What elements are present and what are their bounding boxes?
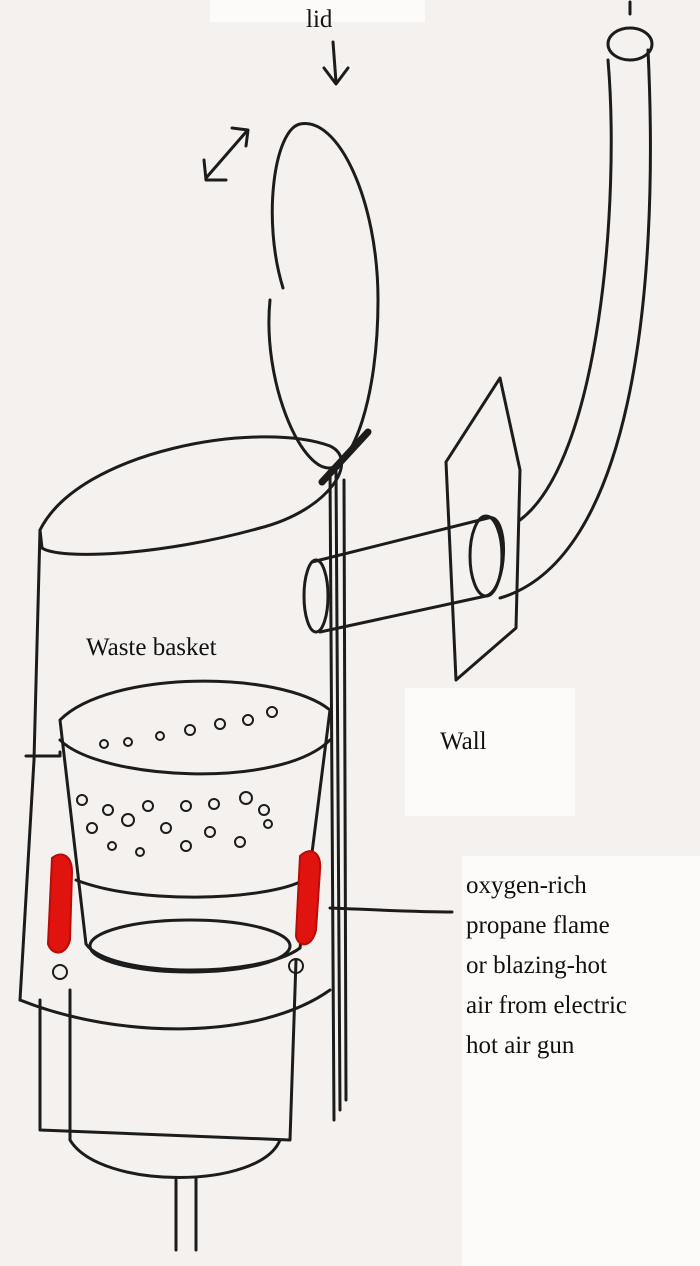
left-heater: [46, 853, 74, 954]
duct: [310, 516, 505, 634]
basket-left-side: [18, 528, 42, 1002]
duct-opening: [302, 558, 330, 634]
flame-note-line: air from electric: [466, 992, 628, 1019]
flame-note-line: hot air gun: [466, 1032, 575, 1059]
flame-note-line: propane flame: [466, 912, 610, 939]
basket-holes: [76, 706, 278, 857]
pole: [334, 468, 342, 1112]
rotate-arrow-icon: [202, 126, 250, 182]
down-arrow-icon: [322, 40, 350, 86]
waste-basket-label: Waste basket: [86, 634, 217, 661]
lid-label: lid: [306, 6, 333, 33]
lid-outline: [267, 122, 380, 470]
flame-note: oxygen-rich propane flame or blazing-hot…: [466, 866, 696, 1066]
flame-note-patch: [462, 856, 700, 1266]
wall-label-patch: [405, 688, 575, 816]
lid-label-patch: [210, 0, 425, 22]
chimney-pipe: [518, 58, 613, 522]
basket-rim: [38, 435, 343, 556]
flame-pointer: [328, 906, 454, 914]
wall-plate: [444, 376, 522, 682]
heater-elements: [46, 850, 322, 954]
right-heater: [294, 850, 322, 946]
flame-note-line: or blazing-hot: [466, 952, 607, 979]
outer-housing: [24, 750, 62, 758]
flame-note-line: oxygen-rich: [466, 872, 587, 899]
inner-basket: [58, 679, 332, 972]
wall-label: Wall: [440, 728, 487, 755]
chimney-top: [606, 26, 654, 62]
